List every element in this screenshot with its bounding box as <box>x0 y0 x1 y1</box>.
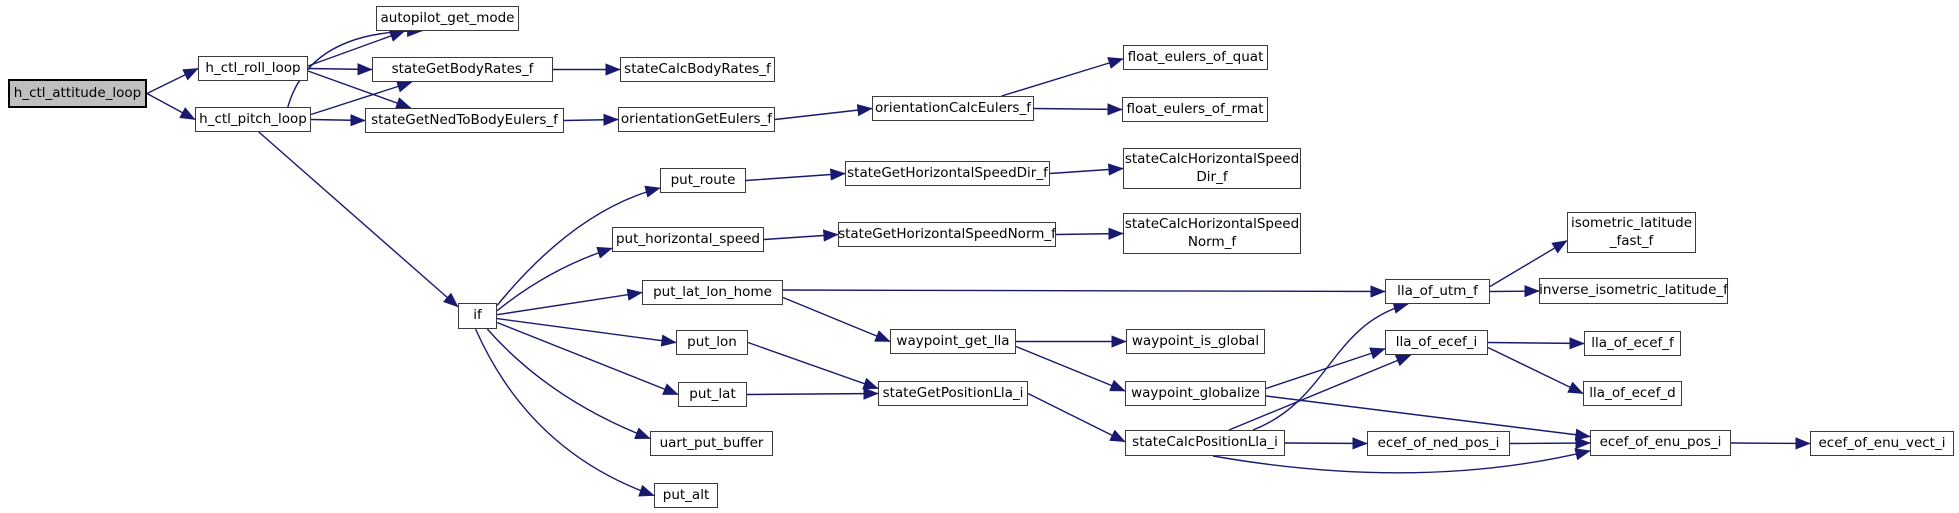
node-waypoint_globalize[interactable]: waypoint_globalize <box>1125 381 1266 406</box>
node-waypoint_get_lla[interactable]: waypoint_get_lla <box>890 329 1016 354</box>
edge-if-to-put_lat <box>496 321 679 396</box>
edge-put_horizontal_speed-to-stateGetHorizontalSpeedNorm_f <box>763 229 839 242</box>
node-orientationGetEulers_f[interactable]: orientationGetEulers_f <box>618 107 775 132</box>
node-stateCalcHorizontalSpeedNorm_f[interactable]: stateCalcHorizontalSpeed Norm_f <box>1123 213 1301 254</box>
node-uart_put_buffer[interactable]: uart_put_buffer <box>650 431 773 456</box>
edge-put_lon-to-stateGetPositionLla_i <box>747 341 879 390</box>
edge-h_ctl_attitude_loop-to-h_ctl_roll_loop <box>146 67 199 95</box>
edge-if-to-put_alt <box>474 328 655 497</box>
node-stateGetPositionLla_i[interactable]: stateGetPositionLla_i <box>878 381 1028 406</box>
edge-h_ctl_roll_loop-to-stateGetBodyRates_f <box>307 63 373 76</box>
node-stateGetHorizontalSpeedDir_f[interactable]: stateGetHorizontalSpeedDir_f <box>845 161 1050 186</box>
edge-stateGetHorizontalSpeedNorm_f-to-stateCalcHorizontalSpeedNorm_f <box>1055 227 1124 240</box>
edge-lla_of_utm_f-to-inverse_isometric_latitude_f <box>1489 284 1540 298</box>
edge-waypoint_get_lla-to-waypoint_globalize <box>1015 345 1126 392</box>
edge-if-to-put_lat_lon_home <box>496 288 643 316</box>
node-stateCalcPositionLla_i[interactable]: stateCalcPositionLla_i <box>1125 430 1285 456</box>
node-lla_of_ecef_d[interactable]: lla_of_ecef_d <box>1583 381 1682 406</box>
node-if[interactable]: if <box>458 303 497 329</box>
edge-h_ctl_attitude_loop-to-h_ctl_pitch_loop <box>146 92 196 121</box>
edge-orientationCalcEulers_f-to-float_eulers_of_rmat <box>1033 103 1123 116</box>
node-float_eulers_of_quat[interactable]: float_eulers_of_quat <box>1123 45 1268 70</box>
node-h_ctl_roll_loop[interactable]: h_ctl_roll_loop <box>198 56 308 81</box>
node-put_lon[interactable]: put_lon <box>676 330 748 355</box>
node-stateGetBodyRates_f[interactable]: stateGetBodyRates_f <box>372 57 553 82</box>
node-ecef_of_ned_pos_i[interactable]: ecef_of_ned_pos_i <box>1367 431 1510 456</box>
edge-put_route-to-stateGetHorizontalSpeedDir_f <box>745 168 846 182</box>
edge-orientationCalcEulers_f-to-float_eulers_of_quat <box>1001 57 1124 97</box>
node-isometric_latitude_fast_f[interactable]: isometric_latitude _fast_f <box>1567 212 1696 253</box>
node-put_horizontal_speed[interactable]: put_horizontal_speed <box>612 227 764 252</box>
node-ecef_of_enu_vect_i[interactable]: ecef_of_enu_vect_i <box>1810 431 1954 456</box>
node-lla_of_utm_f[interactable]: lla_of_utm_f <box>1385 279 1490 304</box>
edge-ecef_of_ned_pos_i-to-ecef_of_enu_pos_i <box>1509 436 1591 450</box>
edge-if-to-uart_put_buffer <box>486 328 651 440</box>
node-waypoint_is_global[interactable]: waypoint_is_global <box>1126 329 1265 354</box>
node-ecef_of_enu_pos_i[interactable]: ecef_of_enu_pos_i <box>1590 430 1731 456</box>
edge-lla_of_ecef_i-to-lla_of_ecef_d <box>1487 346 1584 395</box>
edge-orientationGetEulers_f-to-orientationCalcEulers_f <box>774 104 873 121</box>
node-h_ctl_attitude_loop[interactable]: h_ctl_attitude_loop <box>8 79 147 108</box>
edge-stateGetHorizontalSpeedDir_f-to-stateCalcHorizontalSpeedDir_f <box>1049 163 1124 176</box>
edge-stateCalcPositionLla_i-to-lla_of_utm_f <box>1252 301 1409 431</box>
node-h_ctl_pitch_loop[interactable]: h_ctl_pitch_loop <box>195 107 311 132</box>
node-put_lat[interactable]: put_lat <box>678 382 747 407</box>
node-put_route[interactable]: put_route <box>660 168 746 193</box>
node-lla_of_ecef_f[interactable]: lla_of_ecef_f <box>1584 331 1681 356</box>
edge-if-to-put_lon <box>496 317 677 347</box>
edge-ecef_of_enu_pos_i-to-ecef_of_enu_vect_i <box>1730 437 1811 450</box>
edge-put_lat_lon_home-to-waypoint_get_lla <box>782 296 891 343</box>
edge-h_ctl_pitch_loop-to-if <box>258 131 459 308</box>
node-autopilot_get_mode[interactable]: autopilot_get_mode <box>376 6 519 31</box>
edge-waypoint_globalize-to-lla_of_ecef_i <box>1265 347 1386 390</box>
node-stateCalcHorizontalSpeedDir_f[interactable]: stateCalcHorizontalSpeed Dir_f <box>1123 148 1301 189</box>
edge-lla_of_ecef_i-to-lla_of_ecef_f <box>1487 337 1585 350</box>
node-put_lat_lon_home[interactable]: put_lat_lon_home <box>642 280 783 305</box>
edge-put_lat-to-stateGetPositionLla_i <box>746 387 879 400</box>
node-stateGetHorizontalSpeedNorm_f[interactable]: stateGetHorizontalSpeedNorm_f <box>838 222 1056 247</box>
node-stateCalcBodyRates_f[interactable]: stateCalcBodyRates_f <box>620 57 775 82</box>
edge-put_lat_lon_home-to-lla_of_utm_f <box>782 285 1386 298</box>
node-put_alt[interactable]: put_alt <box>654 483 718 508</box>
node-stateGetNedToBodyEulers_f[interactable]: stateGetNedToBodyEulers_f <box>365 108 564 133</box>
edge-stateGetPositionLla_i-to-stateCalcPositionLla_i <box>1027 392 1126 443</box>
edge-stateGetNedToBodyEulers_f-to-orientationGetEulers_f <box>563 113 619 126</box>
node-lla_of_ecef_i[interactable]: lla_of_ecef_i <box>1385 330 1488 355</box>
edge-stateCalcPositionLla_i-to-ecef_of_ned_pos_i <box>1284 437 1368 450</box>
edge-if-to-put_horizontal_speed <box>496 246 613 312</box>
node-orientationCalcEulers_f[interactable]: orientationCalcEulers_f <box>872 96 1034 121</box>
node-float_eulers_of_rmat[interactable]: float_eulers_of_rmat <box>1122 97 1268 122</box>
edge-h_ctl_pitch_loop-to-stateGetNedToBodyEulers_f <box>310 114 366 127</box>
node-inverse_isometric_latitude_f[interactable]: inverse_isometric_latitude_f <box>1539 278 1728 304</box>
